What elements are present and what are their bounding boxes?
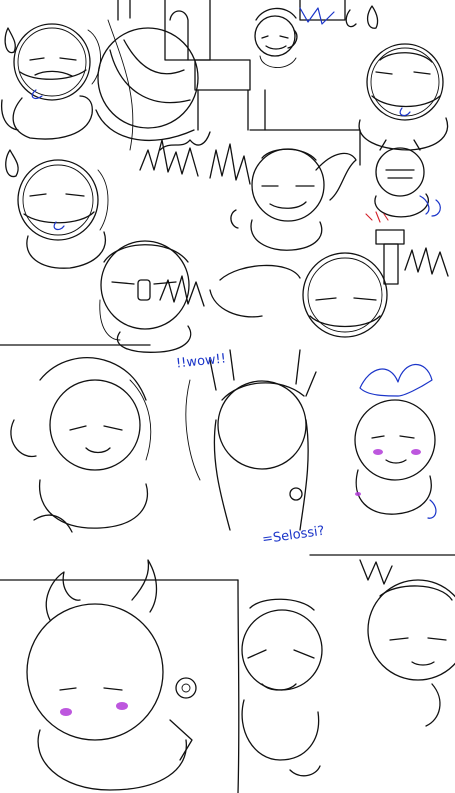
panel-dividers — [0, 344, 455, 793]
character-sketch-15 — [359, 559, 455, 727]
character-sketch-14 — [241, 598, 323, 777]
character-sketch-7 — [230, 148, 357, 251]
character-sketch-12 — [354, 363, 437, 519]
character-sketch-8 — [365, 139, 441, 285]
spiky-grass — [139, 139, 449, 307]
character-sketch-4 — [358, 43, 448, 151]
character-sketch-6 — [99, 240, 192, 353]
character-sketch-5 — [17, 159, 109, 269]
character-sketch-13 — [26, 559, 197, 791]
character-sketch-10 — [10, 357, 152, 533]
character-sketch-2 — [95, 19, 211, 151]
character-sketch-11 — [185, 349, 317, 531]
character-sketch-1 — [0, 23, 101, 140]
character-sketch-9 — [209, 252, 388, 338]
character-sketch-3 — [254, 7, 335, 68]
flame-icon — [4, 5, 379, 178]
